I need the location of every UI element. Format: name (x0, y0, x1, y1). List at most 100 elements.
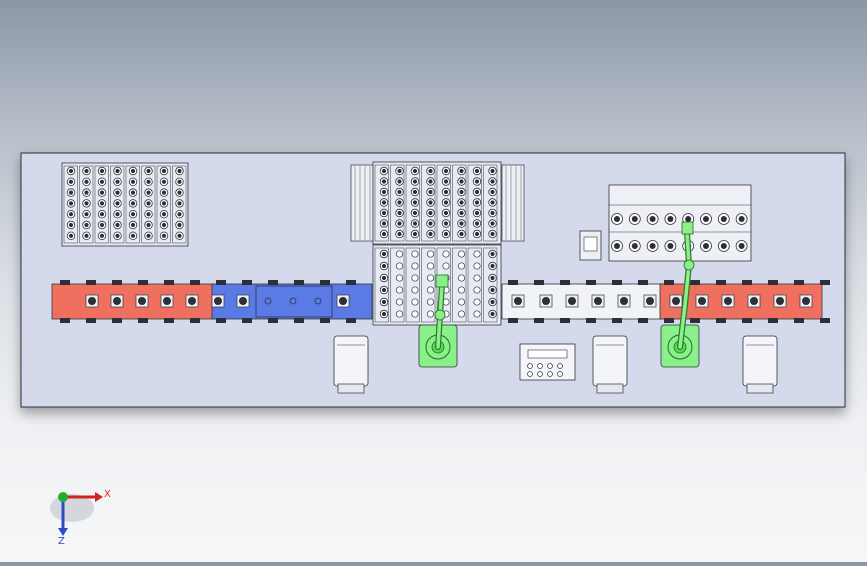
carrier-part (802, 297, 810, 305)
tray-part-core (68, 222, 74, 228)
rack-empty-slot (395, 286, 404, 294)
robot-center[interactable] (418, 274, 458, 368)
control-panel-button[interactable] (547, 363, 553, 369)
carrier-part (672, 297, 680, 305)
tray-part-core (161, 190, 167, 195)
rack-column (421, 164, 436, 242)
conveyor-roller (320, 280, 330, 285)
tray-part-core (459, 200, 464, 205)
rack-empty-slot (426, 274, 435, 282)
tray-part-core (459, 168, 464, 174)
x-axis-arrowhead (95, 492, 103, 502)
tray-part-core (649, 215, 656, 223)
rack-column (483, 164, 498, 242)
rack-empty-slot (442, 250, 450, 258)
conveyor-left[interactable] (51, 280, 373, 323)
tray-part-core (130, 222, 136, 228)
control-panel-button[interactable] (557, 363, 563, 369)
tray-part-core (685, 215, 692, 223)
tray-part-core (443, 221, 449, 226)
carrier-part (776, 297, 784, 305)
robot-right[interactable] (660, 221, 700, 368)
control-panel-button[interactable] (527, 363, 533, 369)
tray-part-core (177, 233, 182, 238)
carrier-empty-slot (314, 297, 322, 305)
tray-part-core (130, 212, 136, 217)
tray-part-core (490, 299, 495, 305)
tray-part-core (177, 212, 182, 217)
tray-part-core (459, 231, 464, 237)
rack-empty-slot (395, 310, 404, 318)
rack-empty-slot (457, 262, 466, 270)
rack-column (374, 247, 389, 323)
robot-gripper (435, 274, 449, 288)
conveyor-right[interactable] (501, 280, 830, 323)
conveyor-roller (716, 280, 726, 285)
conveyor-roller (508, 280, 518, 285)
control-panel-button[interactable] (527, 371, 533, 377)
conveyor-blue-inner (255, 285, 333, 318)
rack-empty-slot (411, 274, 419, 282)
tray-part-core (412, 168, 418, 174)
carrier-empty-slot (289, 297, 297, 305)
control-panel-button[interactable] (557, 371, 563, 377)
rack-empty-slot (457, 274, 466, 282)
conveyor-roller (242, 318, 252, 323)
tray-part-core (161, 222, 167, 228)
side-panel-right[interactable] (501, 164, 525, 242)
view-triad: X Z (50, 489, 111, 547)
conveyor-white-section[interactable] (501, 283, 663, 320)
tray-part-core (428, 168, 433, 174)
storage-rack-right[interactable] (579, 184, 752, 262)
tray-part-core (381, 168, 387, 174)
tray-part-core (474, 231, 480, 237)
tray-part-core (99, 222, 105, 228)
carrier-part (750, 297, 758, 305)
tray-part-core (428, 189, 433, 195)
tray-part-core (397, 221, 402, 226)
rack-empty-slot (473, 250, 481, 258)
machine-housing[interactable] (742, 335, 778, 387)
conveyor-roller (742, 318, 752, 323)
machine-unit-3[interactable] (742, 335, 778, 394)
tray-part-core (68, 233, 74, 238)
control-panel-button[interactable] (537, 363, 543, 369)
tray-part-core (490, 287, 495, 293)
machine-unit-1[interactable] (333, 335, 369, 394)
control-panel[interactable] (519, 343, 576, 381)
tray-part-core (459, 221, 464, 226)
conveyor-roller (612, 318, 622, 323)
tray-part-core (490, 275, 495, 281)
tray-part-core (490, 179, 495, 184)
rack-empty-slot (457, 310, 466, 318)
rack-column (452, 247, 467, 323)
tray-part-core (720, 242, 727, 250)
center-storage-block[interactable] (350, 161, 525, 326)
rack-column (421, 247, 436, 323)
control-panel-button[interactable] (547, 371, 553, 377)
rack-column (390, 164, 405, 242)
conveyor-roller (794, 280, 804, 285)
tray-part-core (84, 212, 89, 217)
machine-housing[interactable] (592, 335, 628, 387)
tray-part-core (428, 231, 433, 237)
tray-part-core (381, 179, 387, 184)
control-panel-display[interactable] (527, 349, 568, 359)
tray-rack-left[interactable] (61, 162, 189, 247)
side-panel-left[interactable] (350, 164, 374, 242)
tray-rack-frame[interactable] (61, 162, 189, 247)
rack-column (374, 164, 389, 242)
rack-empty-slot (395, 250, 404, 258)
tray-part-core (443, 231, 449, 237)
machine-housing[interactable] (333, 335, 369, 387)
machine-unit-2[interactable] (592, 335, 628, 394)
control-panel-button[interactable] (537, 371, 543, 377)
carrier-part (214, 297, 222, 305)
tray-column (110, 165, 125, 244)
tray-part-core (68, 201, 74, 206)
rack-empty-slot (426, 262, 435, 270)
rack-empty-slot (426, 286, 435, 294)
tray-part-core (146, 233, 151, 238)
